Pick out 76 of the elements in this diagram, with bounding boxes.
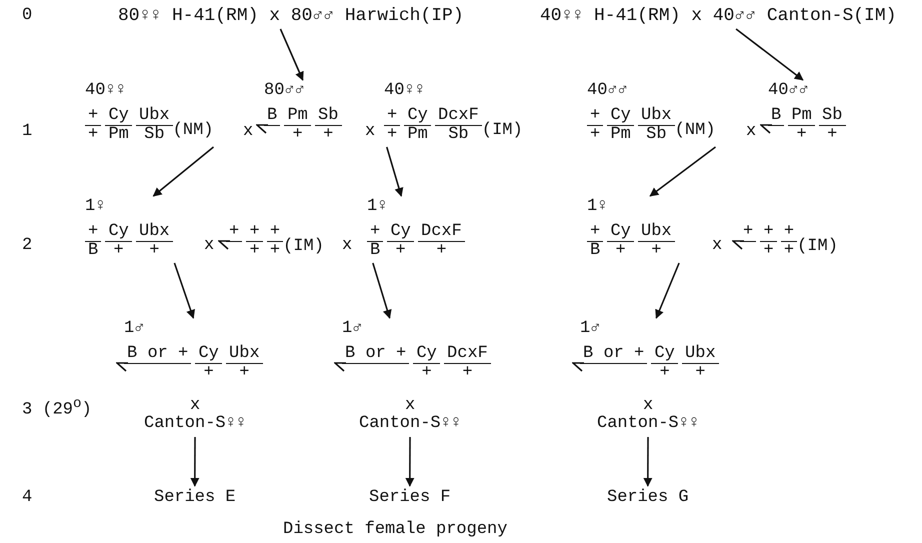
- cross-text: 80♀♀ H-41(RM) x 80♂♂ Harwich(IP): [118, 6, 464, 26]
- count-label: 40♀♀: [85, 82, 126, 100]
- note-text: Dissect female progeny: [283, 520, 508, 540]
- genotype-denominator: + +: [292, 126, 334, 144]
- arrow: [190, 437, 200, 487]
- cross-type-label: (IM): [283, 238, 324, 256]
- genotype-denominator: + Pm Sb: [87, 126, 166, 144]
- series-label: Series E: [154, 488, 236, 508]
- arrow: [649, 146, 716, 197]
- row-number: 3 (29$^{o}$): [22, 395, 92, 421]
- arrow: [372, 262, 392, 319]
- genotype-denominator: + Pm Sb: [386, 126, 470, 144]
- count-label: 1♂: [580, 320, 600, 338]
- genotype-numerator: B or + Cy DcxF: [342, 345, 491, 364]
- strain-label: Canton-S♀♀: [144, 414, 246, 434]
- cross-sign: x: [243, 122, 254, 142]
- arrow: [174, 262, 195, 319]
- row-number: 4: [22, 488, 32, 508]
- genotype-denominator: B + +: [87, 242, 160, 260]
- cross-type-label: (NM): [172, 122, 214, 140]
- count-label: 40♂♂: [587, 82, 628, 100]
- genotype-numerator: + + +: [740, 223, 798, 242]
- genotype-denominator: + Pm Sb: [589, 126, 668, 144]
- series-label: Series F: [369, 488, 451, 508]
- genotype-denominator: + +: [762, 242, 796, 260]
- genotype-numerator: + Cy DcxF: [367, 223, 465, 242]
- count-label: 1♂: [124, 320, 144, 338]
- genotype-denominator: + +: [420, 364, 474, 382]
- genotype-denominator: B + +: [369, 242, 448, 260]
- cross-sign: x: [405, 396, 416, 416]
- genotype-numerator: + Cy Ubx: [587, 107, 675, 126]
- cross-sign: x: [365, 122, 376, 142]
- arrow: [386, 146, 404, 197]
- arrow: [152, 146, 214, 197]
- arrow: [405, 437, 414, 487]
- cross-text: 40♀♀ H-41(RM) x 40♂♂ Canton-S(IM): [540, 6, 896, 26]
- genotype-denominator: + +: [202, 364, 250, 382]
- cross-sign: x: [712, 236, 722, 256]
- genotype-denominator: + +: [796, 126, 838, 144]
- arrow: [280, 28, 304, 81]
- count-label: 80♂♂: [264, 82, 305, 100]
- cross-type-label: (IM): [797, 238, 838, 256]
- genotype-numerator: + Cy Ubx: [587, 223, 675, 242]
- count-label: 1♀: [587, 198, 608, 216]
- row-number: 2: [22, 236, 32, 256]
- row-number: 1: [22, 122, 32, 142]
- cross-sign: x: [204, 236, 214, 256]
- genotype-numerator: + + +: [226, 223, 284, 242]
- genotype-numerator: + Cy Ubx: [85, 107, 173, 126]
- strain-label: Canton-S♀♀: [597, 414, 700, 434]
- cross-sign: x: [342, 236, 352, 256]
- arrow: [643, 437, 652, 487]
- cross-sign: x: [746, 122, 756, 142]
- genotype-denominator: + +: [248, 242, 282, 260]
- genotype-denominator: B + +: [589, 242, 662, 260]
- cross-type-label: (NM): [674, 122, 716, 140]
- cross-type-label: (IM): [482, 122, 523, 140]
- count-label: 1♂: [342, 320, 362, 338]
- count-label: 1♀: [367, 198, 388, 216]
- genotype-numerator: B Pm Sb: [264, 107, 342, 126]
- genotype-numerator: B or + Cy Ubx: [124, 345, 263, 364]
- genotype-numerator: B or + Cy Ubx: [580, 345, 719, 364]
- strain-label: Canton-S♀♀: [359, 414, 462, 434]
- cross-sign: x: [190, 396, 200, 416]
- count-label: 40♂♂: [768, 82, 809, 100]
- series-label: Series G: [607, 488, 689, 508]
- arrow: [655, 262, 680, 319]
- genotype-numerator: B Pm Sb: [768, 107, 846, 126]
- count-label: 40♀♀: [384, 82, 425, 100]
- row-number: 0: [22, 6, 32, 26]
- genotype-numerator: + Cy DcxF: [384, 107, 482, 126]
- arrow: [736, 28, 804, 81]
- cross-sign: x: [643, 396, 654, 416]
- genotype-numerator: + Cy Ubx: [85, 223, 173, 242]
- count-label: 1♀: [85, 198, 106, 216]
- genotype-denominator: + +: [658, 364, 706, 382]
